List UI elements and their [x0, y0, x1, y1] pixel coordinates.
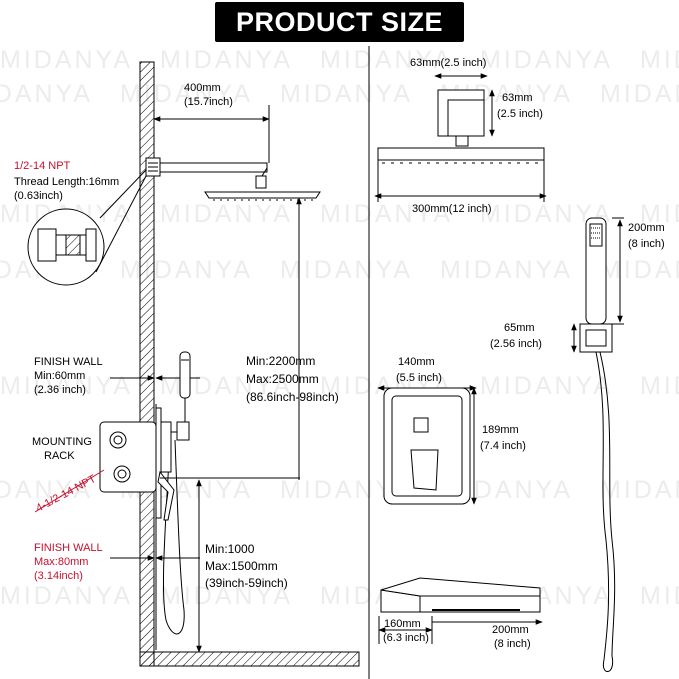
finish-wall-max: Max:80mm	[34, 556, 89, 568]
hand-shower-detail	[571, 217, 624, 672]
shower-head-profile	[374, 147, 547, 202]
watermark-text: MIDANYA	[320, 46, 453, 74]
rain-shower-head	[204, 191, 321, 201]
spout-width: 200mm	[492, 624, 529, 636]
finish-wall-max-title: FINISH WALL	[34, 542, 103, 554]
watermark-text: MIDANYA	[0, 582, 133, 610]
arm-base-height-inch: (2.5 inch)	[497, 108, 543, 120]
thread-detail	[27, 169, 147, 286]
tub-spout-detail	[378, 577, 543, 644]
watermark-text: MIDANYA	[0, 372, 133, 400]
valve-height-min: Min:1000	[205, 542, 255, 556]
hand-shower-length: 200mm	[628, 222, 665, 234]
trim-height-inch: (7.4 inch)	[480, 440, 526, 452]
holder-size: 65mm	[504, 322, 535, 334]
shower-arm	[145, 157, 268, 189]
watermark-text: MIDANYA	[480, 46, 613, 74]
watermark-text: MIDANYA	[0, 80, 93, 108]
trim-height: 189mm	[482, 424, 519, 436]
thread-length-inch: (0.63inch)	[14, 190, 63, 202]
watermark-text: MIDANYA	[640, 372, 679, 400]
shower-head-width: 300mm(12 inch)	[412, 203, 492, 215]
finish-wall-title: FINISH WALL	[34, 356, 103, 368]
arm-length-inch: (15.7inch)	[184, 96, 233, 108]
watermark-text: MIDANYA	[0, 46, 133, 74]
valve-height-dimension	[160, 477, 300, 653]
npt-pointer	[34, 469, 105, 513]
watermark-text: MIDANYA	[0, 476, 93, 504]
mixing-valve	[99, 407, 175, 521]
watermark-text: MIDANYA	[440, 256, 573, 284]
trim-width-inch: (5.5 inch)	[396, 372, 442, 384]
head-height-inch: (86.6inch-98inch)	[246, 390, 339, 404]
watermark-text: MIDANYA	[600, 476, 679, 504]
spout-depth: 160mm	[384, 618, 421, 630]
watermark-text: MIDANYA	[280, 256, 413, 284]
thread-length: Thread Length:16mm	[14, 176, 120, 188]
trim-width: 140mm	[398, 356, 435, 368]
watermark-text: MIDANYA	[280, 80, 413, 108]
finish-wall-inch: (2.36 inch)	[34, 384, 86, 396]
watermark-text: MIDANYA	[160, 46, 293, 74]
arm-base-width: 63mm(2.5 inch)	[410, 57, 487, 69]
hand-shower-length-inch: (8 inch)	[628, 238, 665, 250]
holder-size-inch: (2.56 inch)	[490, 338, 542, 350]
mounting-rack-line1: MOUNTING	[32, 436, 92, 448]
head-height-min: Min:2200mm	[246, 354, 316, 368]
watermark-text: MIDANYA	[640, 582, 679, 610]
watermark-text: MIDANYA	[640, 46, 679, 74]
watermark-text: MIDANYA	[600, 256, 679, 284]
watermark-text: MIDANYA	[480, 372, 613, 400]
spout-depth-inch: (6.3 inch)	[383, 632, 429, 644]
hand-shower-and-bracket	[162, 351, 191, 635]
wall-section	[139, 61, 360, 667]
head-height-max: Max:2500mm	[246, 372, 319, 386]
arm-base-detail	[434, 73, 495, 147]
watermark-text: MIDANYA	[160, 200, 293, 228]
finish-wall-max-inch: (3.14inch)	[34, 570, 83, 582]
arm-length-dimension	[153, 105, 270, 163]
mounting-rack-line2: RACK	[44, 450, 75, 462]
finish-wall-min: Min:60mm	[34, 370, 86, 382]
trim-plate-detail	[377, 385, 477, 505]
npt-top-title: 1/2-14 NPT	[14, 160, 71, 172]
arm-base-height: 63mm	[502, 92, 533, 104]
watermark-text: MIDANYA	[320, 200, 453, 228]
spout-width-inch: (8 inch)	[494, 638, 531, 650]
page-title: PRODUCT SIZE	[215, 2, 464, 42]
valve-height-max: Max:1500mm	[205, 559, 278, 573]
valve-height-inch: (39inch-59inch)	[205, 576, 288, 590]
arm-length-mm: 400mm	[184, 82, 221, 94]
watermark-text: MIDANYA	[600, 80, 679, 108]
watermark-text: MIDANYA	[640, 200, 679, 228]
